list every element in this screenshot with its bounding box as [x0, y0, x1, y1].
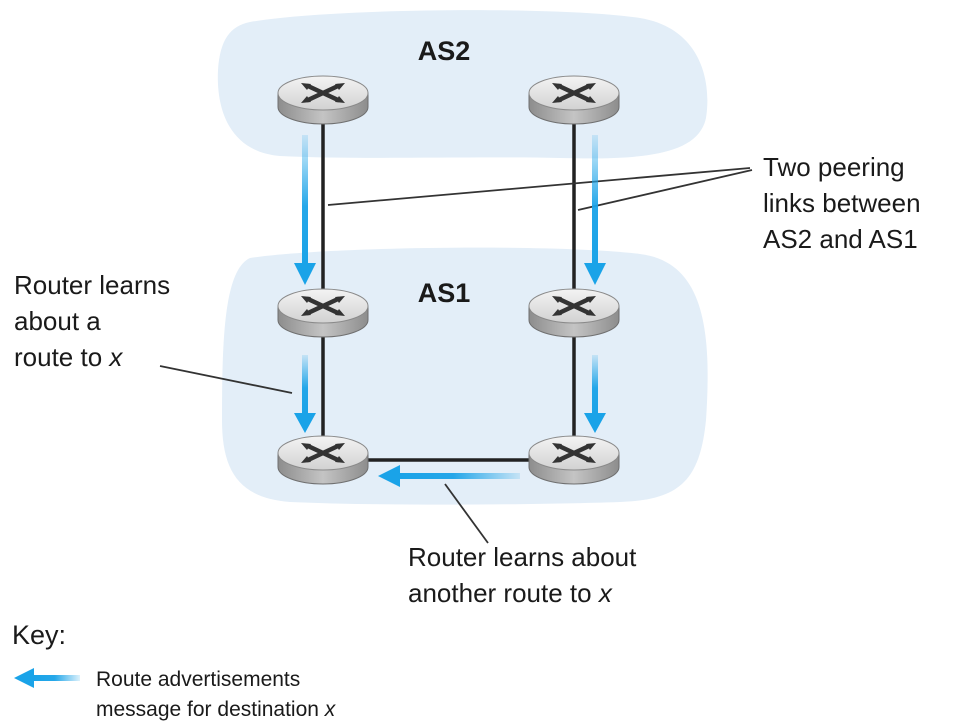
router-learns-2-line-1: Router learns about — [408, 542, 637, 572]
arrow-left-icon — [14, 668, 80, 688]
router-learns-1-leader — [159, 365, 293, 394]
peering-label-line-3: AS2 and AS1 — [763, 224, 918, 254]
peering-label-line-2: links between — [763, 188, 921, 218]
router-icon — [529, 289, 619, 337]
key-title: Key: — [12, 620, 66, 650]
advert-arrow-as2-left — [294, 135, 316, 285]
router-icon — [278, 76, 368, 124]
as1-label: AS1 — [418, 278, 471, 308]
router-learns-2-line-2: another route to x — [408, 578, 613, 608]
router-learns-1-line-2: about a — [14, 306, 101, 336]
router-icon — [529, 76, 619, 124]
advert-arrow-as1-left — [294, 355, 316, 433]
router-icon — [278, 436, 368, 484]
advert-arrow-as1-right — [584, 355, 606, 433]
router-learns-2-leader — [444, 483, 489, 544]
peering-label-line-1: Two peering — [763, 152, 905, 182]
router-icon — [529, 436, 619, 484]
router-learns-1-line-3: route to x — [14, 342, 123, 372]
router-icon — [278, 289, 368, 337]
peering-leader-2 — [577, 169, 753, 211]
peering-leader-1 — [327, 167, 751, 206]
advert-arrow-as1-bottom — [378, 465, 520, 487]
key-line-1: Route advertisements — [96, 668, 300, 691]
key-line-2: message for destination x — [96, 698, 337, 721]
as2-label: AS2 — [418, 36, 471, 66]
advert-arrow-as2-right — [584, 135, 606, 285]
router-learns-1-line-1: Router learns — [14, 270, 170, 300]
